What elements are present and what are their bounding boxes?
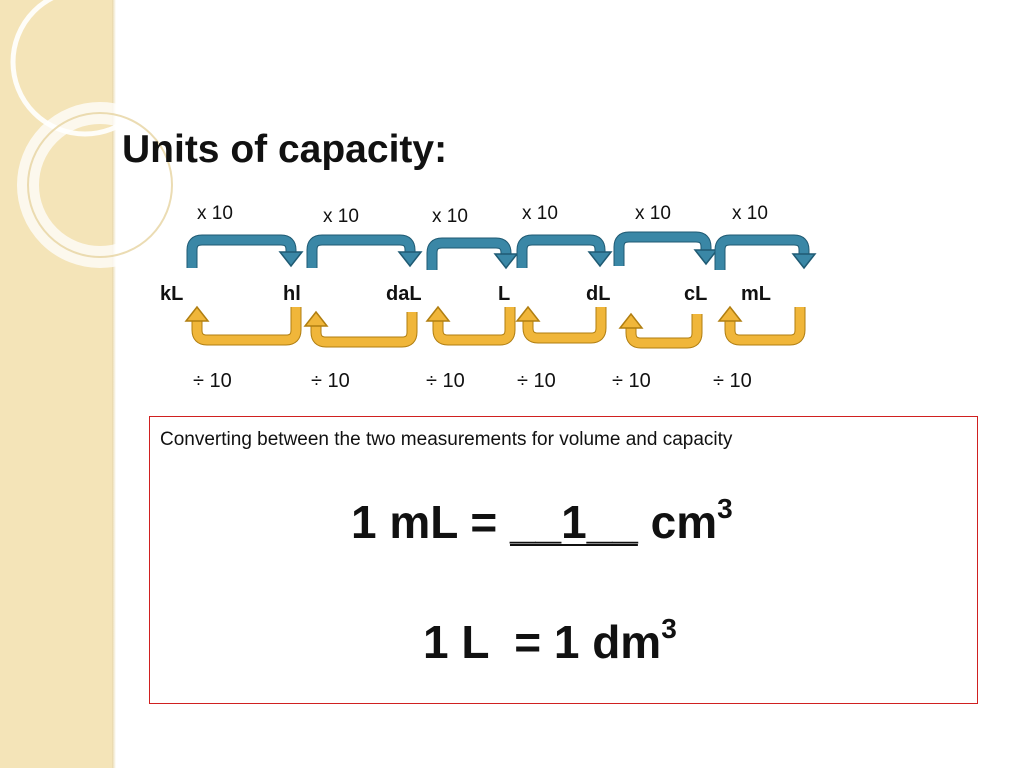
conversion-caption: Converting between the two measurements … bbox=[160, 429, 733, 450]
divide-arrow-head bbox=[515, 305, 541, 322]
multiply-arrow-shaft bbox=[427, 238, 511, 270]
decorative-sidebar bbox=[0, 0, 112, 768]
multiply-arrow-outline bbox=[714, 234, 810, 270]
multiply-arrow-outline bbox=[186, 234, 297, 268]
multiplier-label: x 10 bbox=[197, 203, 233, 224]
unit-label-dal: daL bbox=[386, 283, 422, 305]
equation-unit: cm bbox=[637, 496, 718, 548]
divide-arrow-shaft bbox=[725, 307, 805, 345]
multiply-arrow-head bbox=[791, 253, 817, 270]
multiply-arrow-head bbox=[587, 251, 613, 268]
divide-arrow-outline bbox=[432, 307, 516, 346]
multiply-arrow-outline bbox=[426, 237, 512, 270]
divide-arrows bbox=[184, 305, 806, 349]
equation-exponent: 3 bbox=[661, 613, 677, 644]
multiply-arrow-outline bbox=[613, 231, 712, 266]
divider-label: ÷ 10 bbox=[517, 370, 556, 392]
multiplier-label: x 10 bbox=[323, 206, 359, 227]
multiplier-label: x 10 bbox=[732, 203, 768, 224]
divider-label: ÷ 10 bbox=[426, 370, 465, 392]
multiply-arrow-head bbox=[493, 253, 519, 270]
unit-label-hl: hl bbox=[283, 283, 301, 305]
divide-arrow-shaft bbox=[523, 307, 606, 343]
unit-label-cl: cL bbox=[684, 283, 708, 305]
divide-arrow-head bbox=[618, 312, 644, 329]
multiply-arrow-outline bbox=[516, 234, 606, 268]
equation-ml-cm3: 1 mL = __1__ cm3 bbox=[351, 493, 733, 549]
multiply-arrow-head bbox=[693, 249, 719, 266]
unit-label-kl: kL bbox=[160, 283, 184, 305]
multiply-arrow-shaft bbox=[187, 235, 296, 268]
sidebar-edge bbox=[112, 0, 116, 768]
divide-arrow-head bbox=[717, 305, 743, 322]
divide-arrow-head bbox=[184, 305, 210, 322]
multiply-arrow-outline bbox=[306, 234, 416, 268]
multiply-arrow-head bbox=[397, 251, 423, 268]
divider-label: ÷ 10 bbox=[713, 370, 752, 392]
divide-arrow-head bbox=[303, 310, 329, 327]
equation-l-dm3: 1 L = 1 dm3 bbox=[423, 613, 677, 669]
multiply-arrow-shaft bbox=[517, 235, 605, 268]
divide-arrow-shaft bbox=[192, 307, 301, 345]
divide-arrow-outline bbox=[522, 307, 607, 344]
divide-arrow-shaft bbox=[311, 312, 417, 347]
equation-left: 1 mL = bbox=[351, 496, 510, 548]
equation-exponent: 3 bbox=[717, 493, 733, 524]
multiply-arrow-shaft bbox=[715, 235, 809, 270]
multiply-arrows bbox=[186, 231, 817, 270]
multiply-arrow-shaft bbox=[307, 235, 415, 268]
divide-arrow-outline bbox=[191, 307, 302, 346]
multiplier-label: x 10 bbox=[522, 203, 558, 224]
divide-arrow-outline bbox=[724, 307, 806, 346]
conversion-box: Converting between the two measurements … bbox=[149, 416, 978, 704]
divide-arrow-head bbox=[425, 305, 451, 322]
multiply-arrow-head bbox=[278, 251, 304, 268]
divider-label: ÷ 10 bbox=[311, 370, 350, 392]
divider-label: ÷ 10 bbox=[612, 370, 651, 392]
multiply-arrow-shaft bbox=[614, 232, 711, 266]
divide-arrow-outline bbox=[310, 312, 418, 348]
divider-label: ÷ 10 bbox=[193, 370, 232, 392]
multiplier-label: x 10 bbox=[432, 206, 468, 227]
unit-label-l: L bbox=[498, 283, 511, 305]
equation-blank-answer: __1__ bbox=[509, 496, 638, 548]
unit-label-dl: dL bbox=[586, 283, 611, 305]
divide-arrow-outline bbox=[625, 314, 703, 349]
page-title: Units of capacity: bbox=[122, 128, 448, 171]
divide-arrow-shaft bbox=[626, 314, 702, 348]
multiplier-label: x 10 bbox=[635, 203, 671, 224]
unit-label-ml: mL bbox=[741, 283, 771, 305]
equation-left: 1 L = 1 dm bbox=[423, 616, 662, 668]
divide-arrow-shaft bbox=[433, 307, 515, 345]
